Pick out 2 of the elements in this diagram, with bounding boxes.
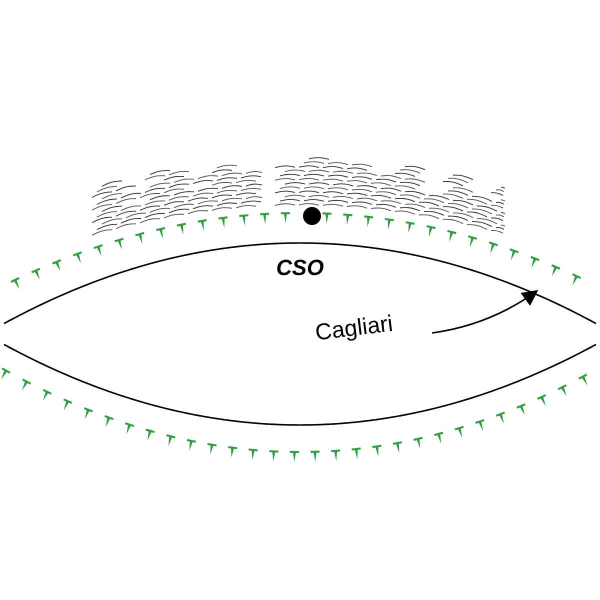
site-label: CSO <box>276 257 324 279</box>
city-label: Cagliari <box>314 312 394 344</box>
